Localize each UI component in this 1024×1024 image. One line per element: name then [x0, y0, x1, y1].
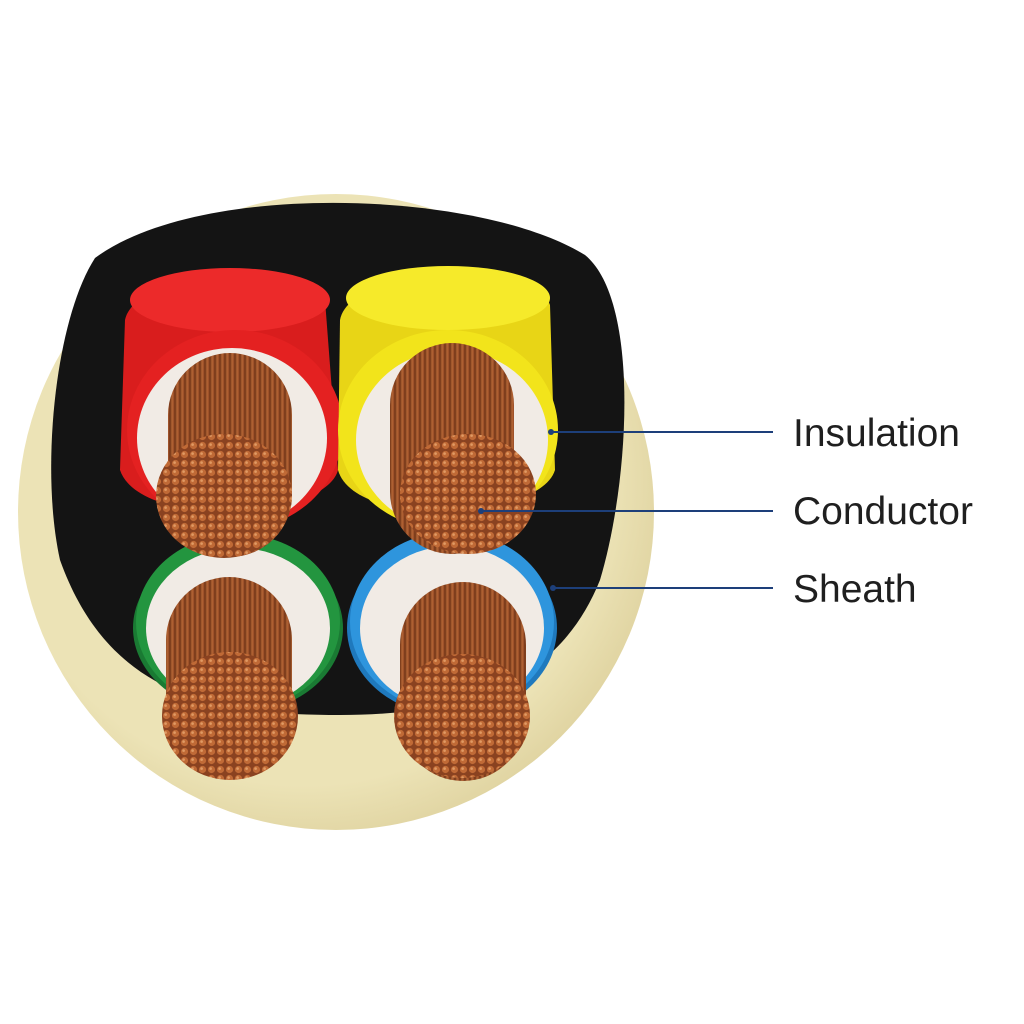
- core-blue: [347, 532, 557, 781]
- core-yellow: [338, 266, 558, 554]
- insulation-label: Insulation: [793, 412, 960, 455]
- conductor-label: Conductor: [793, 490, 973, 533]
- sheath-label: Sheath: [793, 568, 917, 611]
- core-red: [120, 268, 343, 558]
- core-green: [133, 534, 343, 780]
- leader-lines: [478, 429, 773, 591]
